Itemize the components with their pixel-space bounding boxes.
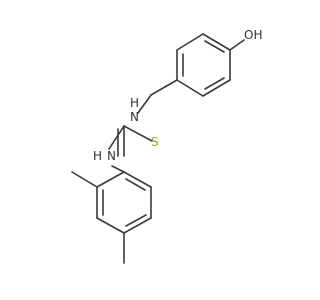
bond bbox=[96, 217, 125, 234]
bond bbox=[123, 217, 152, 234]
double-bond-inner bbox=[204, 77, 225, 90]
bond-c-oh bbox=[229, 39, 245, 51]
dimethylphenyl-ring bbox=[71, 171, 152, 264]
thiourea-core bbox=[108, 125, 153, 173]
hydroxyl-label: OH bbox=[244, 28, 262, 42]
molecule-structure-diagram: OH H N H N S bbox=[71, 28, 262, 264]
double-bond-inner bbox=[125, 214, 147, 227]
double-bond-inner bbox=[204, 40, 225, 53]
bond bbox=[176, 33, 204, 51]
bond bbox=[108, 125, 125, 150]
amine-lower-h-label: H bbox=[93, 149, 102, 163]
amine-upper-h-label: H bbox=[130, 96, 139, 110]
methyl-bond bbox=[71, 171, 98, 188]
bond bbox=[137, 94, 152, 114]
sulfur-label: S bbox=[151, 135, 159, 149]
ethyl-linker bbox=[137, 79, 178, 114]
amine-upper-n-label: N bbox=[130, 110, 139, 124]
phenol-ring bbox=[176, 33, 245, 97]
amine-lower-n-label: N bbox=[107, 149, 116, 163]
bond bbox=[202, 33, 231, 51]
double-bond-inner bbox=[125, 178, 146, 191]
bond bbox=[111, 165, 125, 173]
bond bbox=[150, 79, 178, 96]
bond bbox=[96, 171, 125, 188]
bond bbox=[123, 171, 152, 188]
bond bbox=[123, 125, 153, 142]
bond bbox=[176, 79, 204, 97]
bond bbox=[202, 79, 231, 97]
